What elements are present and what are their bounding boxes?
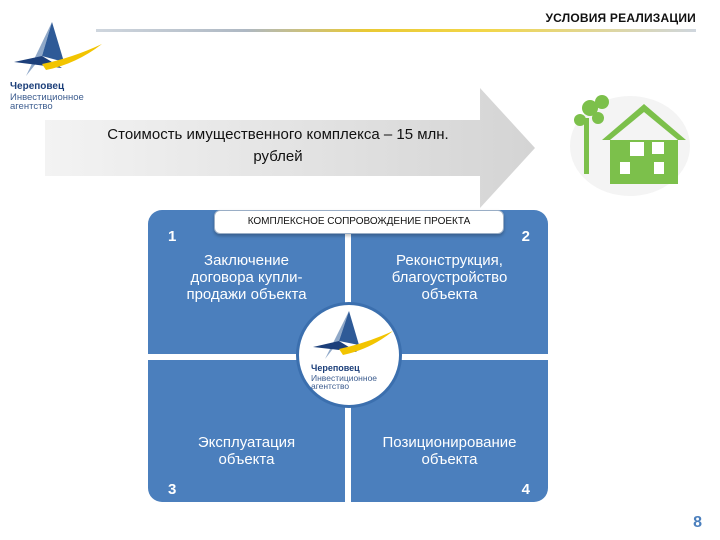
price-text: Стоимость имущественного комплекса – 15 … [58,124,498,168]
stages-panel: Заключение договора купли- продажи объек… [148,210,548,502]
stage-line: Реконструкция, [396,252,503,269]
stage-line: объекта [421,451,478,468]
center-logo-subtitle-line1: Инвестиционное [311,373,378,383]
stage-purchase: Заключение договора купли- продажи объек… [148,210,345,354]
stage-text: Заключение договора купли- продажи объек… [156,252,337,303]
stage-number: 3 [168,481,177,498]
price-text-line1: Стоимость имущественного комплекса – 15 … [107,126,449,143]
logo-name: Череповец [10,81,65,92]
header-divider [96,29,696,32]
stage-number: 4 [521,481,530,498]
center-logo-subtitle-line2: агентство [311,381,350,391]
stage-line: Заключение [204,252,289,269]
center-logo: Череповец Инвестиционное агентство [296,302,402,408]
stage-line: объекта [421,286,478,303]
logo-subtitle-line1: Инвестиционное [10,92,84,103]
stage-line: Эксплуатация [197,434,296,451]
center-logo-subtitle: Инвестиционное агентство [311,373,378,391]
logo-mark-icon [14,22,102,76]
stage-text: Позиционирование объекта [359,434,540,468]
header-title: УСЛОВИЯ РЕАЛИЗАЦИИ [545,11,696,25]
price-arrow-banner [45,88,535,208]
page-number: 8 [693,514,702,531]
stage-number: 2 [521,228,530,245]
price-text-line2: рублей [253,148,303,165]
stage-line: Позиционирование [382,434,517,451]
center-logo-name: Череповец [311,363,360,373]
project-support-label: КОМПЛЕКСНОЕ СОПРОВОЖДЕНИЕ ПРОЕКТА [214,210,504,234]
house-tree-icon [570,95,690,196]
stage-line: договора купли- [190,269,303,286]
logo-subtitle: Инвестиционное агентство [10,92,84,112]
stage-number: 1 [168,228,177,245]
stage-line: объекта [218,451,275,468]
stage-line: продажи объекта [186,286,307,303]
logo-mark-icon [313,311,393,359]
stage-positioning: Позиционирование объекта 4 [351,360,548,502]
stage-text: Реконструкция, благоустройство объекта [359,252,540,303]
company-logo: Череповец Инвестиционное агентство [6,18,106,112]
stage-text: Эксплуатация объекта [156,434,337,468]
logo-subtitle-line2: агентство [10,101,53,112]
stage-line: благоустройство [391,269,508,286]
